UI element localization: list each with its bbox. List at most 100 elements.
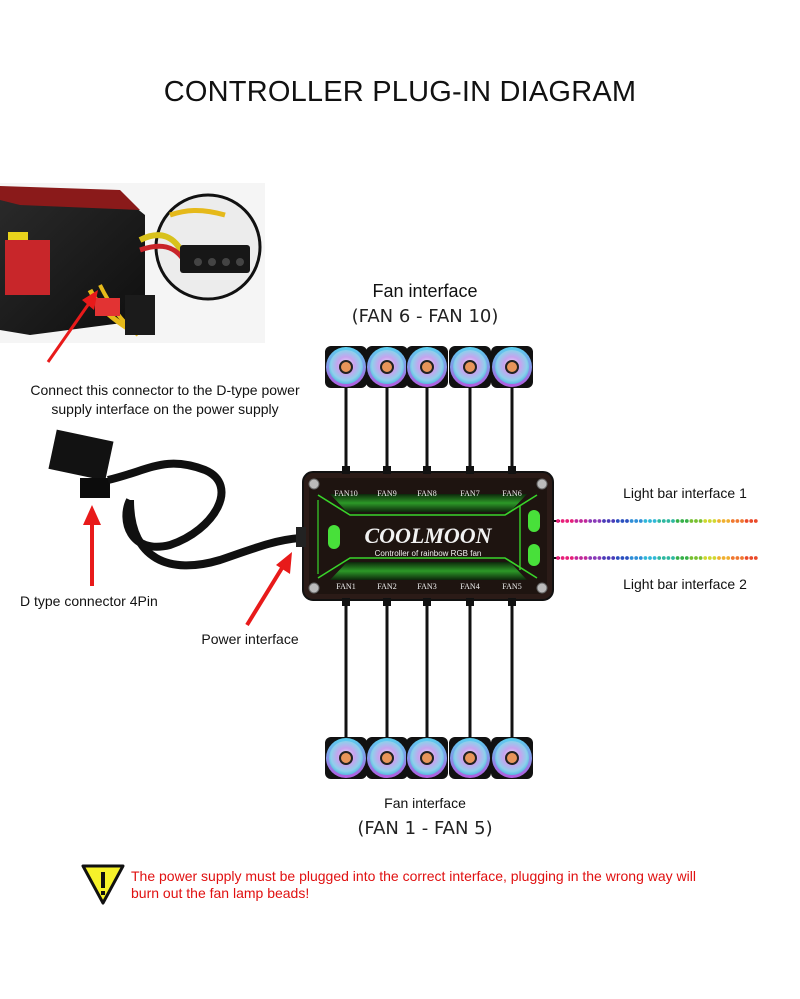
led-dot <box>666 519 671 523</box>
fan-icon <box>406 737 448 779</box>
led-dot <box>634 519 639 523</box>
port-label: FAN1 <box>336 582 355 591</box>
led-dot <box>703 519 708 523</box>
led-dot <box>583 556 588 560</box>
led-dot <box>753 556 758 560</box>
led-dot <box>717 556 721 560</box>
led-dot <box>712 556 717 560</box>
warning-line2: burn out the fan lamp beads! <box>131 885 310 901</box>
led-dot <box>588 519 593 523</box>
led-dot <box>625 556 629 560</box>
led-dot <box>611 519 616 523</box>
fan-icon <box>366 346 408 388</box>
lightbar-port-2-indicator <box>528 510 540 532</box>
led-dot <box>579 556 583 560</box>
port-label: FAN5 <box>502 582 521 591</box>
port-label: FAN8 <box>417 489 436 498</box>
top-fan-label: Fan interface <box>372 281 478 301</box>
led-dot <box>657 556 662 560</box>
lightbar-port-1-indicator <box>528 544 540 566</box>
controller-subtitle: Controller of rainbow RGB fan <box>375 549 482 558</box>
led-dot <box>638 519 643 523</box>
led-dot <box>556 556 560 560</box>
fan-icon <box>325 737 367 779</box>
led-dot <box>671 519 675 523</box>
port-label: FAN10 <box>334 489 357 498</box>
psu-note-line2: supply interface on the power supply <box>51 401 279 417</box>
led-dot <box>698 519 703 523</box>
led-dot <box>689 519 694 523</box>
led-dot <box>744 556 749 560</box>
power-interface-label: Power interface <box>201 631 299 647</box>
fan-icon <box>449 346 491 388</box>
led-dot <box>675 519 680 523</box>
led-dot <box>740 556 744 560</box>
led-dot <box>560 519 565 523</box>
fan-icon <box>366 737 408 779</box>
led-dot <box>583 519 588 523</box>
led-dot <box>569 556 574 560</box>
port-label: FAN9 <box>377 489 396 498</box>
page-title: CONTROLLER PLUG-IN DIAGRAM <box>163 76 637 108</box>
light-bar-1-label: Light bar interface 1 <box>623 485 747 501</box>
psu-note: Connect this connector to the D-type pow… <box>0 381 330 419</box>
port-label: FAN7 <box>460 489 479 498</box>
led-dot <box>675 556 680 560</box>
controller-brand: COOLMOON <box>364 523 492 548</box>
led-dot <box>620 556 625 560</box>
psu-note-line1: Connect this connector to the D-type pow… <box>30 382 300 398</box>
led-dot <box>712 519 717 523</box>
led-dot <box>735 556 740 560</box>
fan-icon <box>325 346 367 388</box>
led-dot <box>661 519 666 523</box>
fan-icon <box>491 737 533 779</box>
led-dot <box>592 519 597 523</box>
top-fan-range: (FAN 6 - FAN 10) <box>351 306 499 327</box>
led-dot <box>648 556 652 560</box>
power-port-indicator <box>328 525 340 549</box>
led-dot <box>615 519 620 523</box>
led-dot <box>744 519 749 523</box>
led-dot <box>565 556 570 560</box>
bottom-fan-wires <box>344 600 514 740</box>
led-dot <box>569 519 574 523</box>
top-fan-wires <box>344 380 514 475</box>
led-dot <box>671 556 675 560</box>
fan-icon <box>406 346 448 388</box>
led-dot <box>717 519 721 523</box>
led-dot <box>707 556 712 560</box>
led-dot <box>606 556 611 560</box>
led-dot <box>602 556 606 560</box>
led-dot <box>740 519 744 523</box>
led-dot <box>666 556 671 560</box>
bottom-fan-label: Fan interface <box>384 795 466 811</box>
led-dot <box>634 556 639 560</box>
led-dot <box>588 556 593 560</box>
led-dot <box>680 556 685 560</box>
led-dot <box>648 519 652 523</box>
led-dot <box>753 519 758 523</box>
bottom-fan-range: (FAN 1 - FAN 5) <box>357 818 493 839</box>
led-dot <box>689 556 694 560</box>
led-dot <box>657 519 662 523</box>
bottom-fan-group <box>325 737 533 779</box>
d-type-connector-image <box>48 429 301 570</box>
connector-arrow-icon <box>83 505 101 586</box>
led-dot <box>652 519 657 523</box>
led-dot <box>726 556 731 560</box>
light-bar-2-label: Light bar interface 2 <box>623 576 747 592</box>
led-dot <box>707 519 712 523</box>
led-dot <box>643 556 648 560</box>
led-dot <box>694 519 698 523</box>
power-arrow-icon <box>245 552 292 627</box>
molex-connector-icon <box>180 245 250 273</box>
led-dot <box>615 556 620 560</box>
led-dot <box>698 556 703 560</box>
led-dot <box>611 556 616 560</box>
led-dot <box>652 556 657 560</box>
warning-triangle-icon <box>81 864 125 905</box>
led-dot <box>560 556 565 560</box>
led-dot <box>574 556 579 560</box>
led-dot <box>629 556 634 560</box>
